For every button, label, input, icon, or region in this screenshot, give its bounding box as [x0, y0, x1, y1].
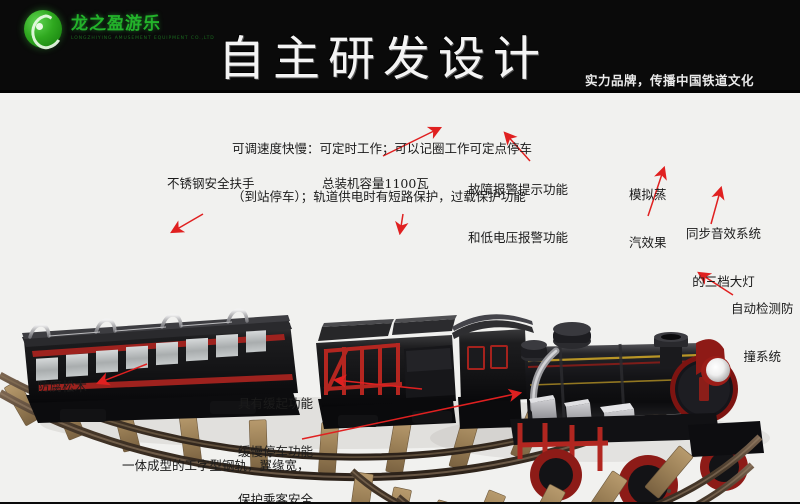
- locomotive: [452, 314, 764, 504]
- tender-car: [316, 315, 457, 429]
- smoke-stack: [654, 332, 688, 367]
- annotation-steam-effect: 模拟蒸 汽效果: [629, 187, 667, 250]
- brand-name-en: LONGZHIYING AMUSEMENT EQUIPMENT CO.,LTD: [71, 36, 215, 42]
- annotation-sound-headlight: 同步音效系统 的三档大灯: [686, 226, 762, 289]
- stainless-handrails: [28, 308, 249, 339]
- page-subtitle: 实力品牌，传播中国铁道文化: [585, 73, 755, 88]
- annotation-anticollision: 自动检测防 撞系统: [731, 301, 794, 364]
- leaf-circle-logo-icon: [24, 10, 66, 53]
- page-title: 自主研发设计: [218, 32, 548, 87]
- annotation-fault-alarm: 故障报警提示功能 和低电压报警功能: [468, 182, 569, 245]
- annotation-soft-start-stop: 具有缓起功能 缓慢停车功能 保护乘客安全: [238, 396, 314, 504]
- annotation-speed-control: 可调速度快慢：可定时工作；可以记圈工作可定点停车 （到站停车）；轨道供电时有短路…: [232, 141, 533, 204]
- brand-name-cn: 龙之盈游乐: [71, 14, 161, 35]
- product-photo-area: 可调速度快慢：可定时工作；可以记圈工作可定点停车 （到站停车）；轨道供电时有短路…: [0, 93, 800, 504]
- annotation-power-capacity: 总装机容量1100瓦: [322, 176, 429, 191]
- annotation-i-beam-rail: 一体成型的工字型钢轨，翼缘宽， 抗弯能力强。耐用、安全、复古。: [122, 458, 310, 473]
- train-photo-illustration: [0, 308, 770, 504]
- annotation-handrail: 不锈钢安全扶手: [167, 176, 255, 191]
- brand-logo: 龙之盈游乐 LONGZHIYING AMUSEMENT EQUIPMENT CO…: [24, 10, 215, 53]
- annotation-antiseptic-pine: 防腐松木: [37, 379, 88, 394]
- passenger-car: [22, 308, 300, 423]
- header-bar: 龙之盈游乐 LONGZHIYING AMUSEMENT EQUIPMENT CO…: [0, 0, 800, 93]
- headlamp: [696, 339, 731, 386]
